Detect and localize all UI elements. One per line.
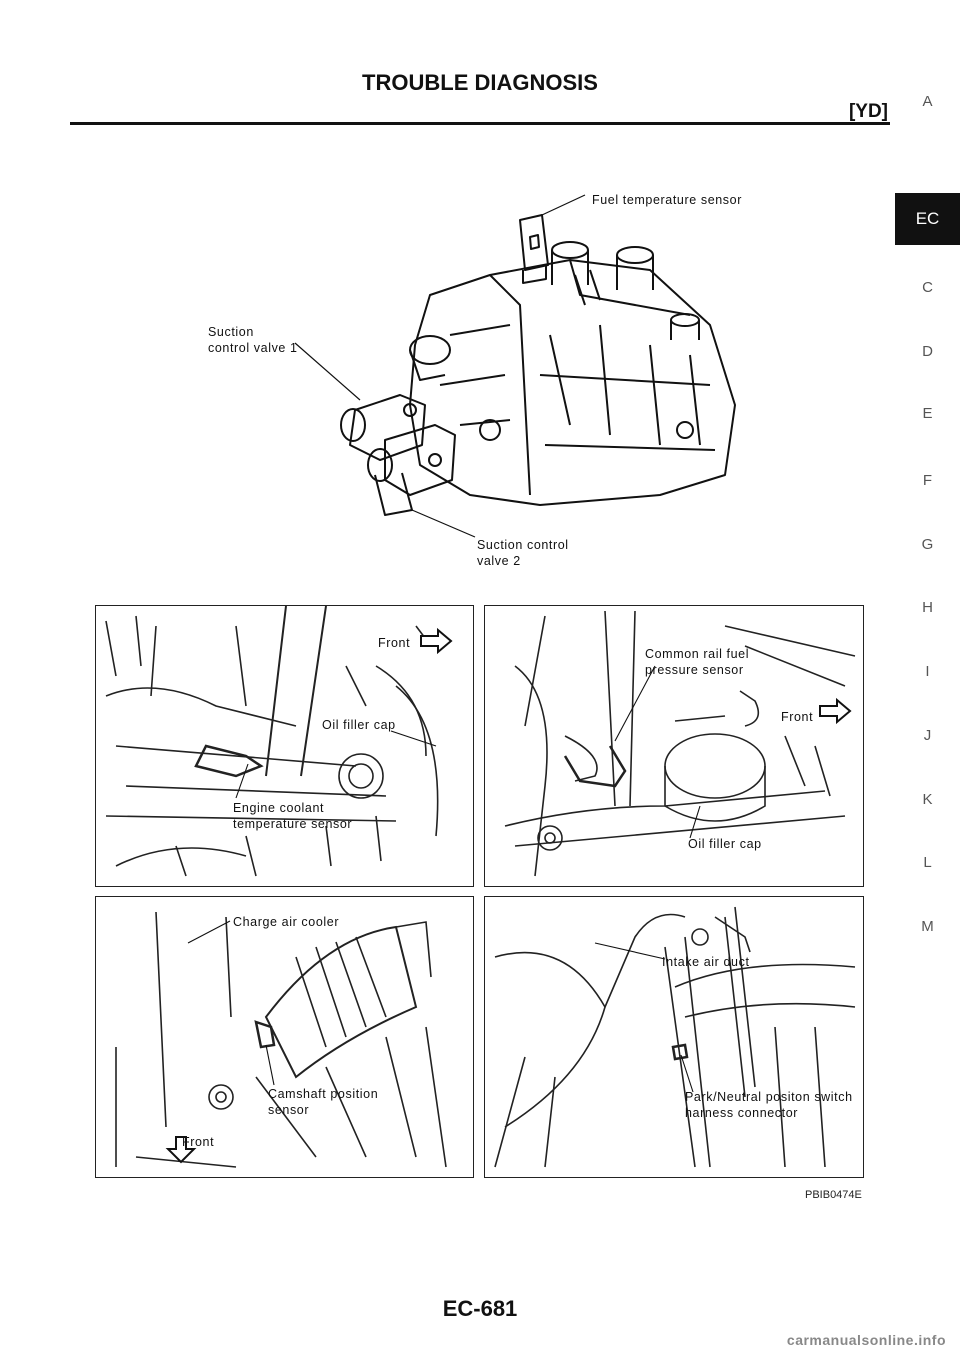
photo-panel-ect-sensor: Front Oil filler cap Engine coolant temp… (95, 605, 474, 887)
photo-panel-crp-sensor: Common rail fuel pressure sensor Front O… (484, 605, 864, 887)
side-tab-l[interactable]: L (923, 854, 932, 871)
page-number: EC-681 (442, 1296, 518, 1321)
label-cmp-line1: Camshaft position (268, 1087, 378, 1101)
front-arrow-icon (420, 627, 453, 655)
label-front: Front (781, 710, 813, 724)
scv1-shape (349, 394, 426, 461)
label-scv2-line2: valve 2 (477, 554, 521, 568)
page-title: TROUBLE DIAGNOSIS (362, 70, 598, 95)
side-tab-index: A EC C D E F G H I J K L M (895, 0, 960, 1358)
label-fuel-temperature-sensor: Fuel temperature sensor (592, 193, 742, 207)
label-ect-line1: Engine coolant (233, 801, 324, 815)
section-code: [YD] (848, 101, 888, 122)
side-tab-h[interactable]: H (922, 599, 933, 616)
label-front: Front (182, 1135, 214, 1149)
side-tab-f[interactable]: F (922, 472, 933, 489)
label-charge-air-cooler: Charge air cooler (233, 915, 339, 929)
header-rule (70, 122, 890, 125)
photo-panel-pnp-switch: Intake air duct Park/Neutral positon swi… (484, 896, 864, 1178)
side-tab-k[interactable]: K (922, 791, 933, 808)
side-tab-ec[interactable]: EC (895, 193, 960, 245)
label-scv1-line2: control valve 1 (208, 341, 298, 355)
label-scv2-line1: Suction control (477, 538, 569, 552)
side-tab-d[interactable]: D (922, 343, 933, 360)
side-tab-c[interactable]: C (922, 279, 933, 296)
fuel-pump-illustration: Fuel temperature sensor Suction control … (208, 193, 742, 568)
label-crp-line1: Common rail fuel (645, 647, 749, 661)
label-intake-air-duct: Intake air duct (662, 955, 750, 969)
front-arrow-icon (165, 1136, 197, 1164)
label-scv1-line1: Suction (208, 325, 254, 339)
side-tab-j[interactable]: J (923, 727, 932, 744)
label-front: Front (378, 636, 410, 650)
side-tab-a[interactable]: A (922, 93, 933, 110)
label-ect-line2: temperature sensor (233, 817, 352, 831)
label-pnp-line1: Park/Neutral positon switch (685, 1090, 853, 1104)
side-tab-m[interactable]: M (921, 918, 934, 935)
figure-code: PBIB0474E (805, 1189, 862, 1201)
label-oil-filler-cap: Oil filler cap (322, 718, 396, 732)
side-tab-e[interactable]: E (922, 405, 933, 422)
footer-watermark-url[interactable]: carmanualsonline.info (786, 1332, 946, 1348)
label-cmp-line2: sensor (268, 1103, 309, 1117)
label-pnp-line2: harness connector (685, 1106, 798, 1120)
side-tab-i[interactable]: I (925, 663, 930, 680)
front-arrow-icon (819, 697, 852, 725)
photo-panel-cmp-sensor: Charge air cooler Camshaft position sens… (95, 896, 474, 1178)
label-crp-line2: pressure sensor (645, 663, 744, 677)
label-oil-filler-cap: Oil filler cap (688, 837, 762, 851)
fuel-temp-sensor-shape (519, 214, 549, 271)
side-tab-g[interactable]: G (921, 536, 934, 553)
